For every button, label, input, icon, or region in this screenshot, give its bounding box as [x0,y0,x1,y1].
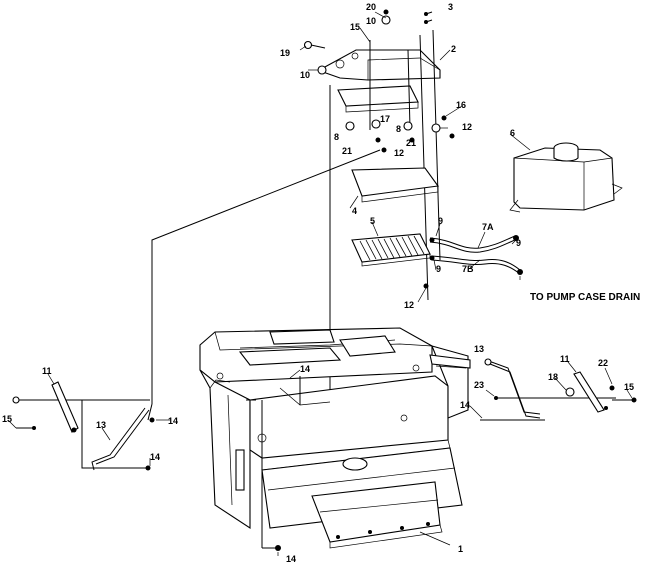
callout-14: 14 [168,416,178,426]
callout-21: 21 [406,138,416,148]
callout-14: 14 [150,452,160,462]
leader-lines [7,11,633,556]
hoses [429,235,523,275]
callout-12: 12 [462,122,472,132]
callout-13: 13 [96,420,106,430]
callout-19: 19 [280,48,290,58]
cooler-bracket-4 [351,167,439,203]
callout-6: 6 [510,128,515,138]
callout-15: 15 [624,382,634,392]
callout-7B: 7B [462,264,474,274]
callout-3: 3 [448,2,453,12]
callout-22: 22 [598,358,608,368]
pump-case-drain-note: TO PUMP CASE DRAIN [530,292,640,303]
callout-10: 10 [300,70,310,80]
callout-14: 14 [300,364,310,374]
callout-15: 15 [2,414,12,424]
callout-12: 12 [394,148,404,158]
hardware-top [303,9,455,289]
main-frame-1 [199,327,471,549]
oil-reservoir-6 [509,142,623,213]
callout-14: 14 [286,554,296,564]
callout-8: 8 [396,124,401,134]
callout-2: 2 [451,44,456,54]
callout-16: 16 [456,100,466,110]
callout-14: 14 [460,400,470,410]
callout-18: 18 [548,372,558,382]
callout-10: 10 [366,16,376,26]
mounting-plate-2 [322,49,441,113]
callout-15: 15 [350,22,360,32]
left-linkage [12,381,281,551]
throttle-linkage-rod [147,149,381,421]
callout-4: 4 [352,206,357,216]
callout-23: 23 [474,380,484,390]
right-linkage [480,358,637,421]
callout-9: 9 [436,264,441,274]
callout-1: 1 [458,544,463,554]
callout-11: 11 [560,354,570,364]
callout-9: 9 [438,216,443,226]
callout-7A: 7A [482,222,494,232]
callout-11: 11 [42,366,52,376]
callout-21: 21 [342,146,352,156]
callout-13: 13 [474,344,484,354]
callout-12: 12 [404,300,414,310]
callout-labels: 20 10 3 15 19 10 2 16 17 8 8 12 21 21 12… [2,2,640,564]
callout-17: 17 [380,114,390,124]
callout-5: 5 [370,216,375,226]
oil-cooler-5 [351,233,431,267]
callout-8: 8 [334,132,339,142]
callout-9: 9 [516,238,521,248]
callout-20: 20 [366,2,376,12]
